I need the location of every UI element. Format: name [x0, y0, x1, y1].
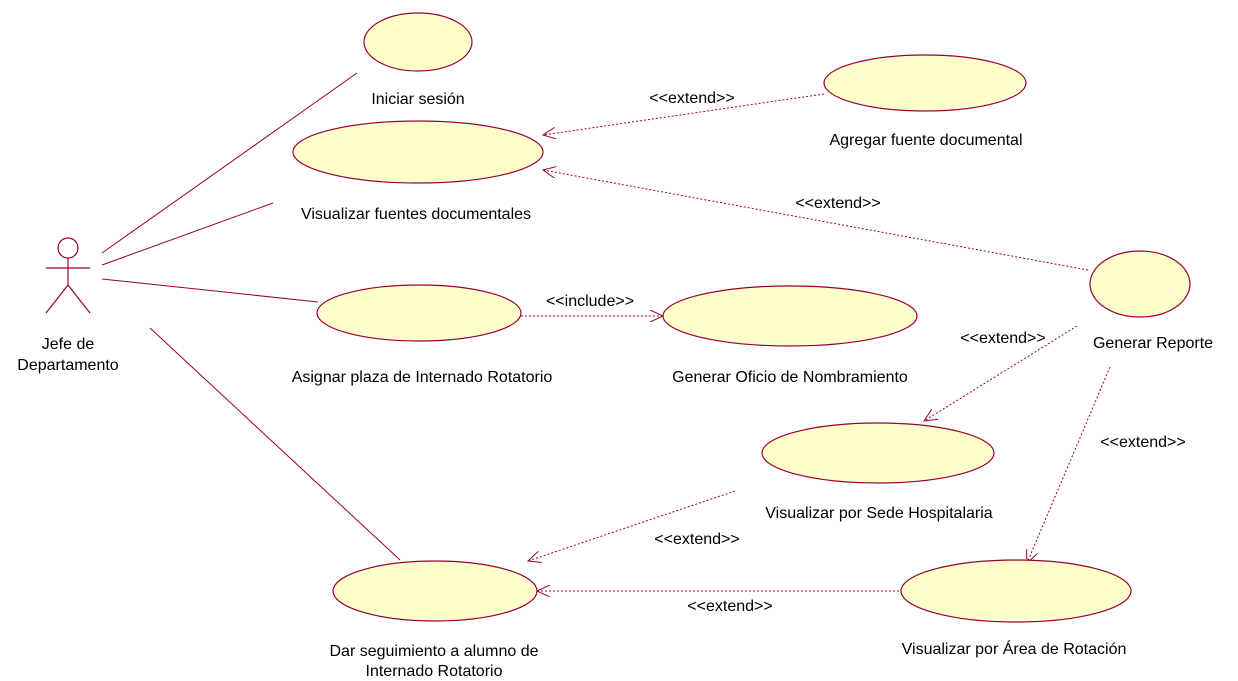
use-case-label-report: Generar Reporte: [1093, 335, 1213, 352]
actor-head: [57, 237, 79, 259]
use-case-asignar-plaza: [316, 284, 522, 342]
stereotype-include: <<include>>: [546, 293, 634, 310]
association-login: [101, 72, 358, 254]
use-case-label-follow-line2: Internado Rotatorio: [366, 663, 503, 680]
use-case-visualizar-area: [900, 559, 1132, 623]
actor-jefe-de-departamento: Jefe de Departamento: [17, 237, 119, 374]
actor-label-line1: Jefe de: [42, 336, 95, 353]
use-case-dar-seguimiento: [332, 560, 538, 622]
use-case-generar-reporte: [1089, 250, 1191, 318]
use-case-label-view-sources: Visualizar fuentes documentales: [301, 206, 531, 223]
actor-left-leg: [45, 284, 69, 314]
use-case-label-by-site: Visualizar por Sede Hospitalaria: [765, 505, 992, 522]
extend-site-to-follow: [528, 490, 736, 561]
stereotype-area-extend-report: <<extend>>: [1100, 434, 1185, 451]
use-case-generar-oficio: [662, 285, 918, 347]
use-case-label-follow-line1: Dar seguimiento a alumno de: [329, 643, 538, 660]
use-case-label-add-source: Agregar fuente documental: [829, 132, 1022, 149]
use-case-visualizar-sede: [761, 422, 995, 484]
extend-area-to-report: [1027, 366, 1111, 563]
actor-label-line2: Departamento: [17, 357, 118, 374]
stereotype-site-extend-report: <<extend>>: [960, 330, 1045, 347]
stereotype-report-extend: <<extend>>: [795, 195, 880, 212]
stereotype-add-source-extend: <<extend>>: [649, 90, 734, 107]
stereotype-site-extend-follow: <<extend>>: [654, 531, 739, 548]
use-case-label-login: Iniciar sesión: [371, 91, 464, 108]
use-case-label-by-area: Visualizar por Área de Rotación: [902, 639, 1127, 658]
extend-report-to-view: [543, 170, 1089, 271]
association-assign: [101, 278, 319, 303]
use-case-label-office: Generar Oficio de Nombramiento: [672, 369, 908, 386]
association-view-sources: [101, 202, 274, 266]
use-case-iniciar-sesion: [363, 12, 473, 72]
stereotype-area-extend-follow: <<extend>>: [687, 598, 772, 615]
use-case-agregar-fuente: [823, 54, 1027, 112]
actor-right-leg: [67, 284, 91, 314]
extend-add-source-to-view: [543, 93, 825, 135]
use-case-visualizar-fuentes: [292, 120, 544, 184]
use-case-label-assign: Asignar plaza de Internado Rotatorio: [292, 369, 553, 386]
association-follow: [149, 327, 401, 561]
